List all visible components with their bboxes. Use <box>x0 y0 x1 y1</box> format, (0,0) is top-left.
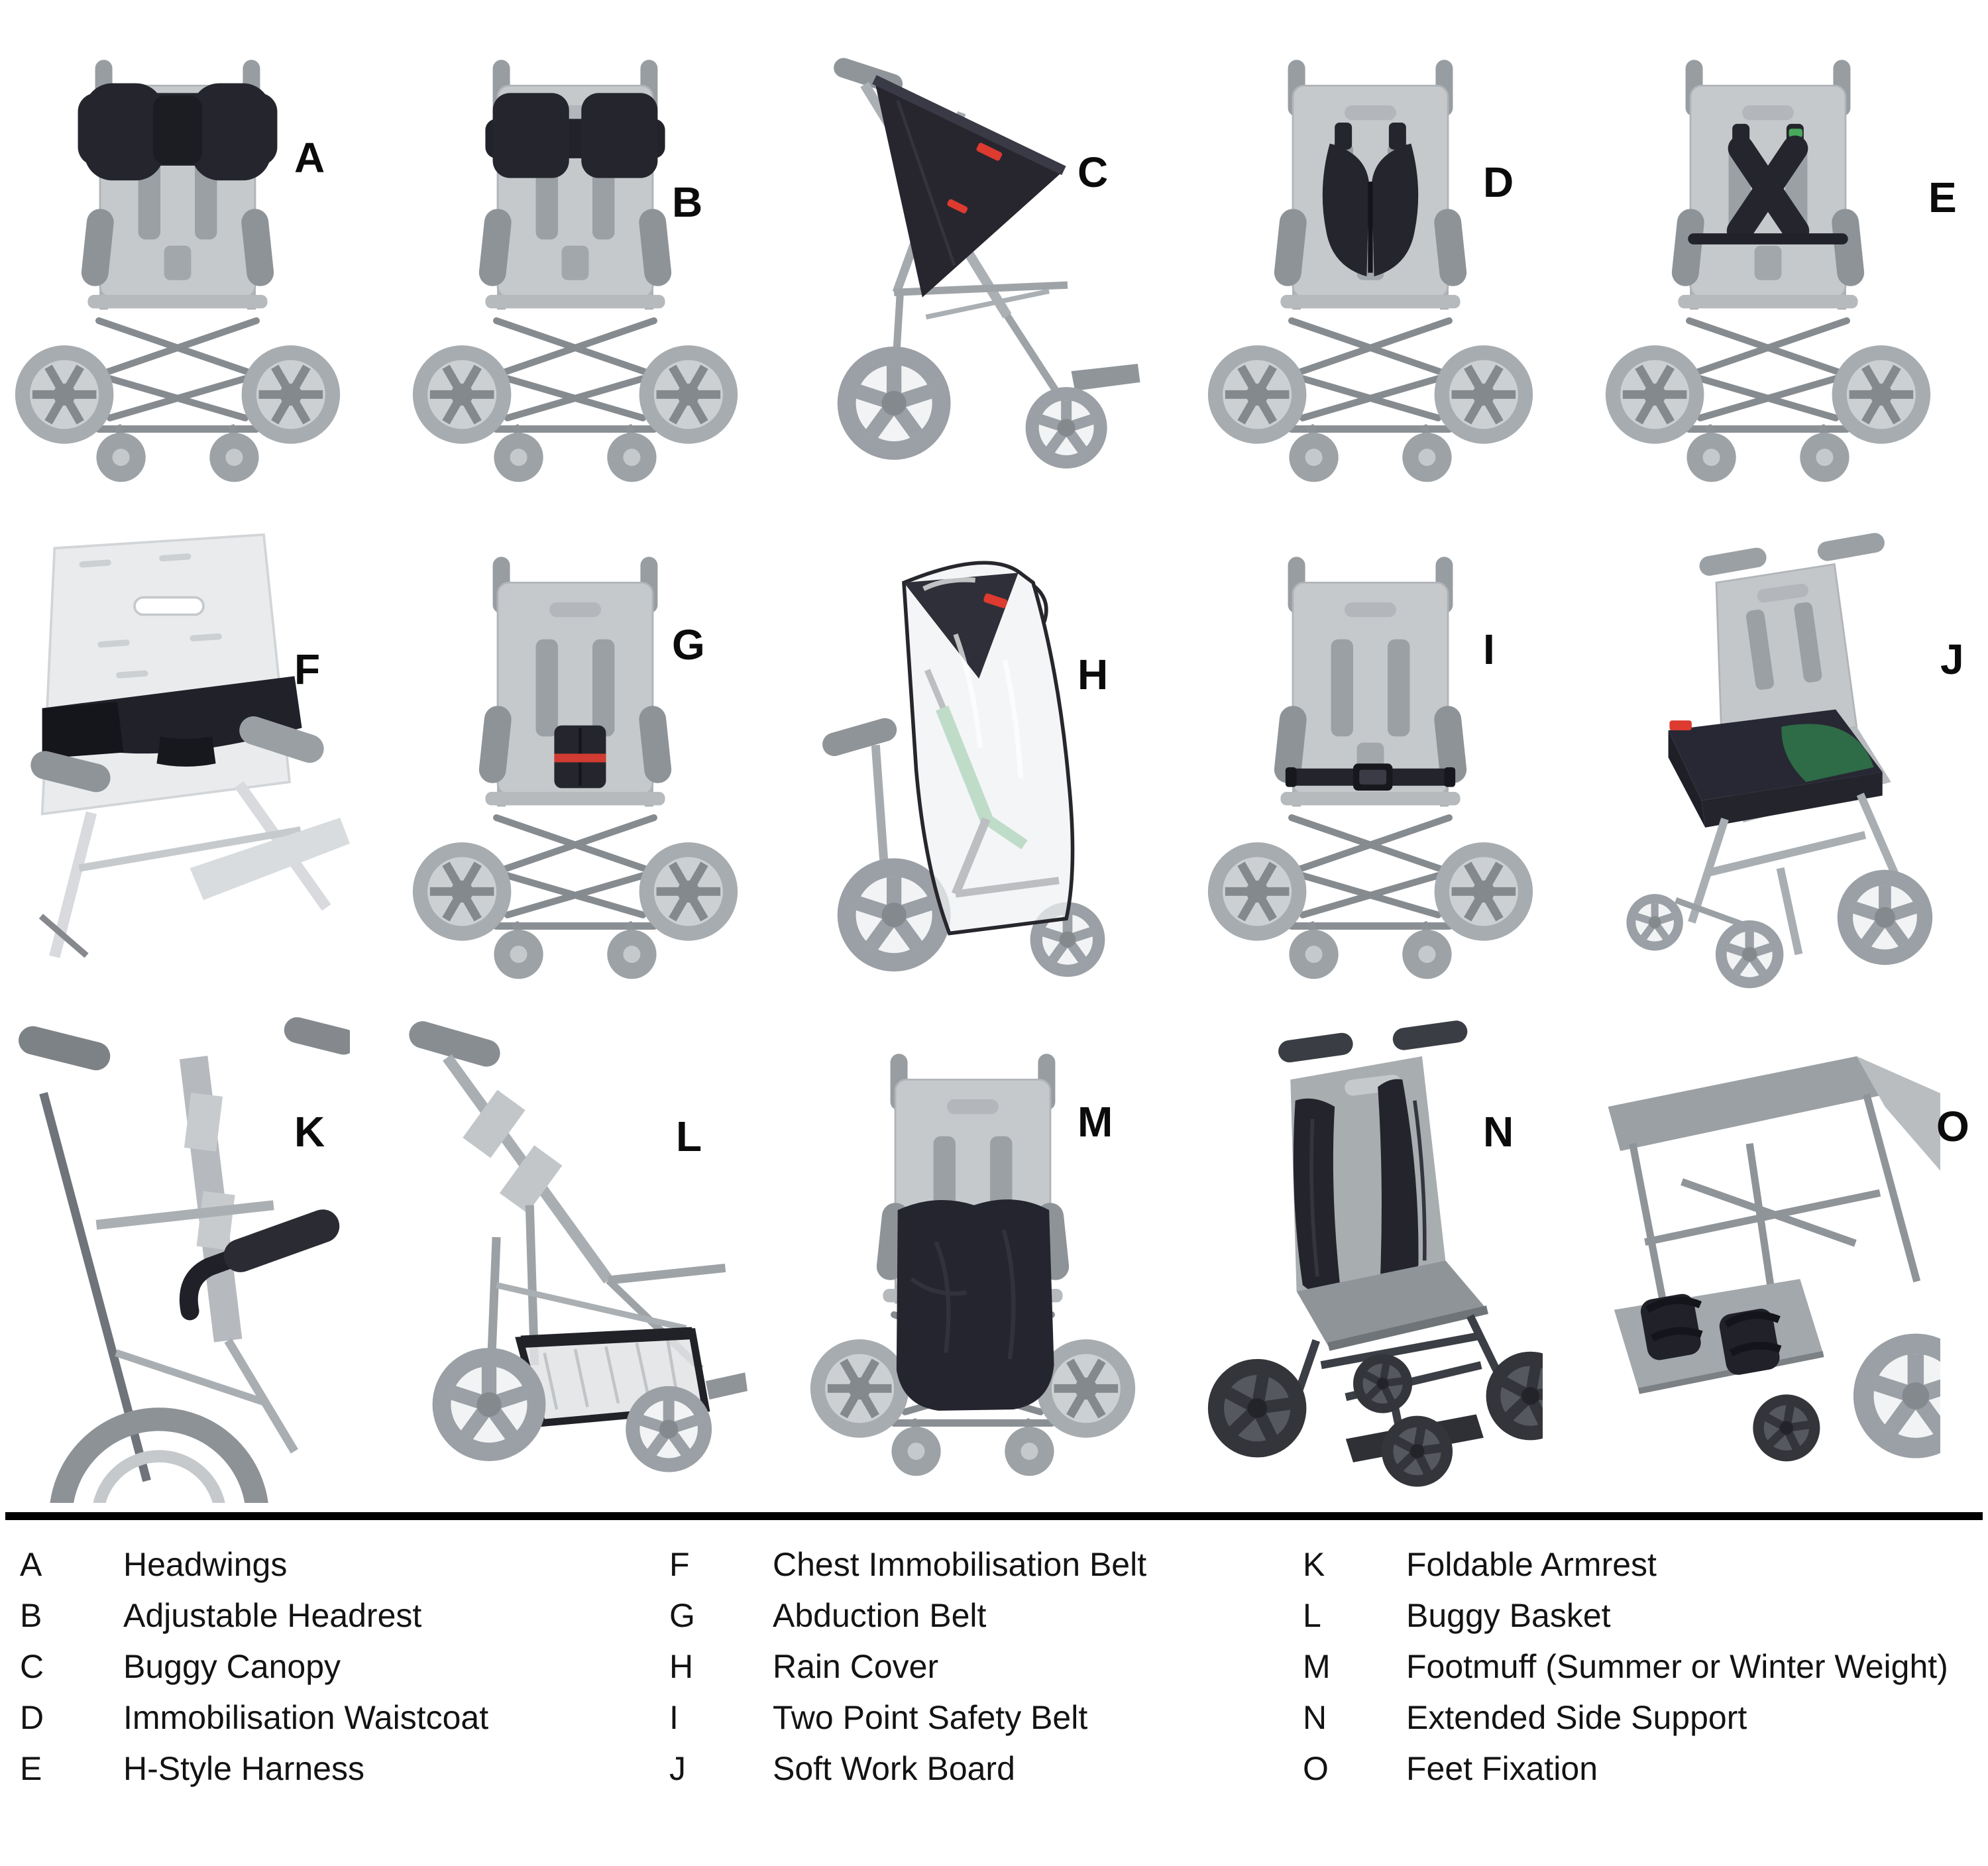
tile-extended-side-support: N <box>1193 1006 1590 1503</box>
buggy-canopy-photo <box>801 58 1140 509</box>
tile-letter: J <box>1940 635 1964 683</box>
tile-letter: M <box>1077 1097 1113 1146</box>
abduction-belt-photo <box>403 509 747 1006</box>
legend-letter: H <box>669 1647 694 1685</box>
legend-label: Adjustable Headrest <box>123 1596 422 1634</box>
tile-letter: O <box>1936 1103 1969 1150</box>
legend-entry: B Adjustable Headrest <box>20 1590 488 1641</box>
two-point-safety-belt-photo <box>1198 509 1543 1006</box>
tile-letter: B <box>672 178 703 226</box>
legend-entry: F Chest Immobilisation Belt <box>669 1539 1146 1590</box>
legend-entry: N Extended Side Support <box>1303 1692 1948 1743</box>
tile-two-point-safety-belt: I <box>1193 509 1590 1006</box>
tile-letter: H <box>1077 650 1109 698</box>
chest-immobilisation-belt-photo <box>30 533 350 958</box>
separator-line <box>5 1512 1983 1520</box>
legend: A Headwings B Adjustable Headrest C Bugg… <box>0 1539 1988 1804</box>
tile-rain-cover: H <box>795 509 1193 1006</box>
legend-entry: K Foldable Armrest <box>1303 1539 1948 1590</box>
tile-soft-work-board: J <box>1590 509 1988 1006</box>
legend-letter: B <box>20 1596 42 1634</box>
legend-letter: M <box>1303 1647 1331 1685</box>
legend-column-2: F Chest Immobilisation Belt G Abduction … <box>669 1539 1146 1794</box>
legend-letter: C <box>20 1647 44 1685</box>
legend-letter: O <box>1303 1749 1329 1787</box>
tile-letter: C <box>1077 148 1109 196</box>
tile-letter: D <box>1483 158 1514 206</box>
legend-letter: F <box>669 1545 690 1583</box>
adjustable-headrest-photo <box>403 12 747 509</box>
legend-label: Extended Side Support <box>1406 1698 1747 1736</box>
legend-label: Chest Immobilisation Belt <box>773 1545 1147 1583</box>
legend-column-1: A Headwings B Adjustable Headrest C Bugg… <box>20 1539 488 1794</box>
legend-entry: D Immobilisation Waistcoat <box>20 1692 488 1743</box>
tile-chest-immobilisation-belt: F <box>0 509 398 1006</box>
tile-letter: I <box>1483 626 1495 673</box>
tile-immobilisation-waistcoat: D <box>1193 12 1590 509</box>
tile-buggy-canopy: C <box>795 12 1193 509</box>
legend-label: Buggy Basket <box>1406 1596 1611 1634</box>
feet-fixation-photo <box>1608 1056 1940 1503</box>
legend-entry: C Buggy Canopy <box>20 1641 488 1692</box>
legend-label: Foldable Armrest <box>1406 1545 1657 1583</box>
tile-h-style-harness: E <box>1590 12 1988 509</box>
rain-cover-photo <box>822 561 1145 1006</box>
legend-letter: K <box>1303 1545 1325 1583</box>
legend-label: Rain Cover <box>773 1647 939 1685</box>
legend-letter: A <box>20 1545 42 1583</box>
tile-letter: A <box>294 133 325 182</box>
legend-label: Headwings <box>123 1545 288 1583</box>
legend-entry: E H-Style Harness <box>20 1743 488 1794</box>
soft-work-board-photo <box>1596 533 1940 1006</box>
legend-label: Feet Fixation <box>1406 1749 1598 1787</box>
tile-footmuff: M <box>795 1006 1193 1503</box>
tile-feet-fixation: O <box>1590 1006 1988 1503</box>
legend-label: Two Point Safety Belt <box>773 1698 1088 1736</box>
legend-entry: O Feet Fixation <box>1303 1743 1948 1794</box>
tile-letter: L <box>676 1113 702 1160</box>
tile-buggy-basket: L <box>398 1006 795 1503</box>
legend-letter: N <box>1303 1698 1327 1736</box>
legend-label: H-Style Harness <box>123 1749 364 1787</box>
headwings-photo <box>5 12 350 509</box>
h-style-harness-photo <box>1596 12 1940 509</box>
legend-label: Immobilisation Waistcoat <box>123 1698 489 1736</box>
legend-column-3: K Foldable Armrest L Buggy Basket M Foot… <box>1303 1539 1948 1794</box>
tile-adjustable-headrest: B <box>398 12 795 509</box>
tile-abduction-belt: G <box>398 509 795 1006</box>
tile-foldable-armrest: K <box>0 1006 398 1503</box>
legend-letter: L <box>1303 1596 1321 1634</box>
immobilisation-waistcoat-photo <box>1198 12 1543 509</box>
legend-label: Soft Work Board <box>773 1749 1015 1787</box>
legend-entry: J Soft Work Board <box>669 1743 1146 1794</box>
tile-letter: N <box>1483 1107 1514 1156</box>
legend-entry: G Abduction Belt <box>669 1590 1146 1641</box>
tile-letter: E <box>1928 173 1957 221</box>
legend-letter: I <box>669 1698 679 1736</box>
legend-label: Footmuff (Summer or Winter Weight) <box>1406 1647 1948 1685</box>
tile-letter: F <box>294 645 321 693</box>
legend-entry: A Headwings <box>20 1539 488 1590</box>
legend-entry: H Rain Cover <box>669 1641 1146 1692</box>
product-grid: A B <box>0 12 1988 1503</box>
legend-label: Buggy Canopy <box>123 1647 341 1685</box>
foldable-armrest-photo <box>19 1017 350 1503</box>
buggy-basket-photo <box>409 1021 747 1503</box>
legend-letter: E <box>20 1749 42 1787</box>
legend-letter: D <box>20 1698 44 1736</box>
footmuff-photo <box>801 1006 1145 1503</box>
legend-label: Abduction Belt <box>773 1596 987 1634</box>
tile-headwings: A <box>0 12 398 509</box>
legend-entry: L Buggy Basket <box>1303 1590 1948 1641</box>
legend-entry: I Two Point Safety Belt <box>669 1692 1146 1743</box>
legend-entry: M Footmuff (Summer or Winter Weight) <box>1303 1641 1948 1692</box>
legend-letter: G <box>669 1596 695 1634</box>
extended-side-support-photo <box>1198 1020 1543 1503</box>
tile-letter: K <box>294 1107 325 1156</box>
tile-letter: G <box>672 620 705 669</box>
legend-letter: J <box>669 1749 686 1787</box>
